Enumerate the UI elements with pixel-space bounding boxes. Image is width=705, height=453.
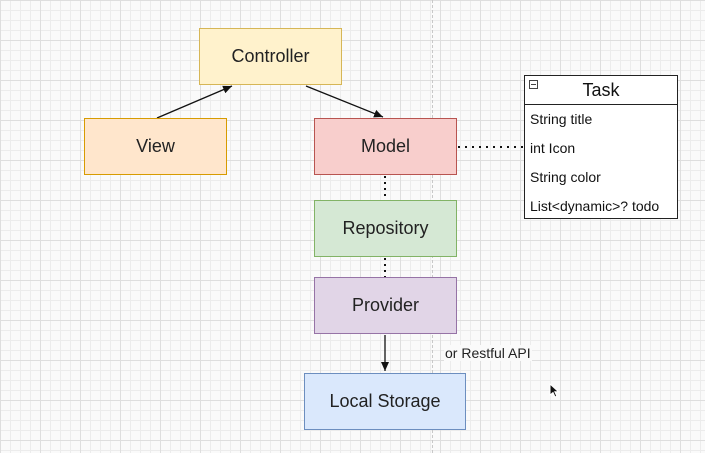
class-field-title[interactable]: String title [530,111,593,127]
repository-label: Repository [342,218,429,238]
edge-view-to-controller [156,85,233,119]
repository-node[interactable]: Repository [314,200,457,257]
class-field-icon[interactable]: int Icon [530,140,576,156]
restful-api-edge-label[interactable]: or Restful API [444,345,532,361]
mouse-cursor-icon [549,383,560,398]
provider-label: Provider [351,295,420,315]
task-class-header[interactable]: Task [525,76,677,105]
view-label: View [136,136,175,156]
provider-node[interactable]: Provider [314,277,457,334]
local-storage-node[interactable]: Local Storage [304,373,466,430]
class-field-color[interactable]: String color [530,169,601,185]
model-node[interactable]: Model [314,118,457,175]
task-class-box[interactable]: Task String title int Icon String color … [524,75,678,219]
controller-node[interactable]: Controller [199,28,342,85]
model-label: Model [360,136,411,156]
edge-controller-to-model [305,85,384,118]
collapse-toggle-icon[interactable] [529,80,538,89]
class-field-todo[interactable]: List<dynamic>? todo [530,198,660,214]
local-storage-label: Local Storage [329,391,441,411]
controller-label: Controller [231,46,310,66]
task-class-name: Task [582,79,620,100]
view-node[interactable]: View [84,118,227,175]
